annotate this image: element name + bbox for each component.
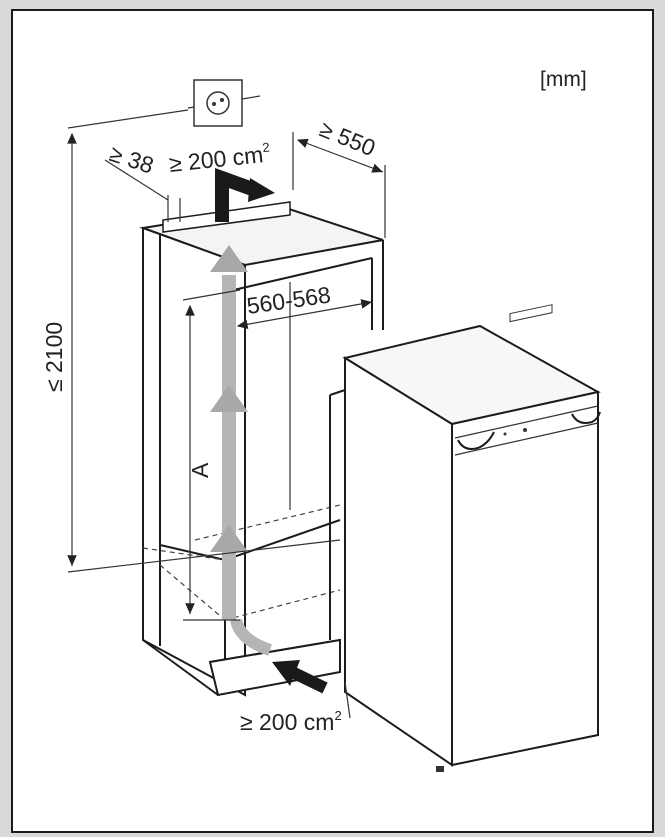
airflow-arrow-top xyxy=(210,245,248,272)
socket-icon xyxy=(187,79,261,127)
fridge-handle-right xyxy=(571,411,601,424)
units-label: [mm] xyxy=(540,68,587,91)
dimension-appliance-height: A xyxy=(182,289,241,621)
bottom-vent-arrow xyxy=(272,660,328,694)
appliance-height-label: A xyxy=(187,462,213,478)
top-vent-superscript: 2 xyxy=(262,139,271,155)
airflow-shaft xyxy=(222,275,236,620)
top-vent-arrow xyxy=(215,168,275,222)
airflow-curve-bottom xyxy=(230,618,273,656)
fridge-handle-left xyxy=(457,431,495,450)
bottom-vent-label: ≥ 200 cm xyxy=(240,709,334,735)
niche-height-label: ≤ 2100 xyxy=(41,322,67,392)
bottom-vent-superscript: 2 xyxy=(334,708,341,723)
bottom-vent-label-group: ≥ 200 cm2 xyxy=(240,681,351,735)
airflow-arrow-middle xyxy=(210,385,248,412)
svg-text:≥ 200 cm2: ≥ 200 cm2 xyxy=(240,708,342,735)
fridge-control-panel xyxy=(509,304,553,323)
airflow-arrow-lower xyxy=(210,525,248,552)
dimension-niche-height: ≤ 2100 xyxy=(41,109,341,573)
airflow-arrows xyxy=(210,245,273,656)
fridge-appliance xyxy=(329,304,601,772)
